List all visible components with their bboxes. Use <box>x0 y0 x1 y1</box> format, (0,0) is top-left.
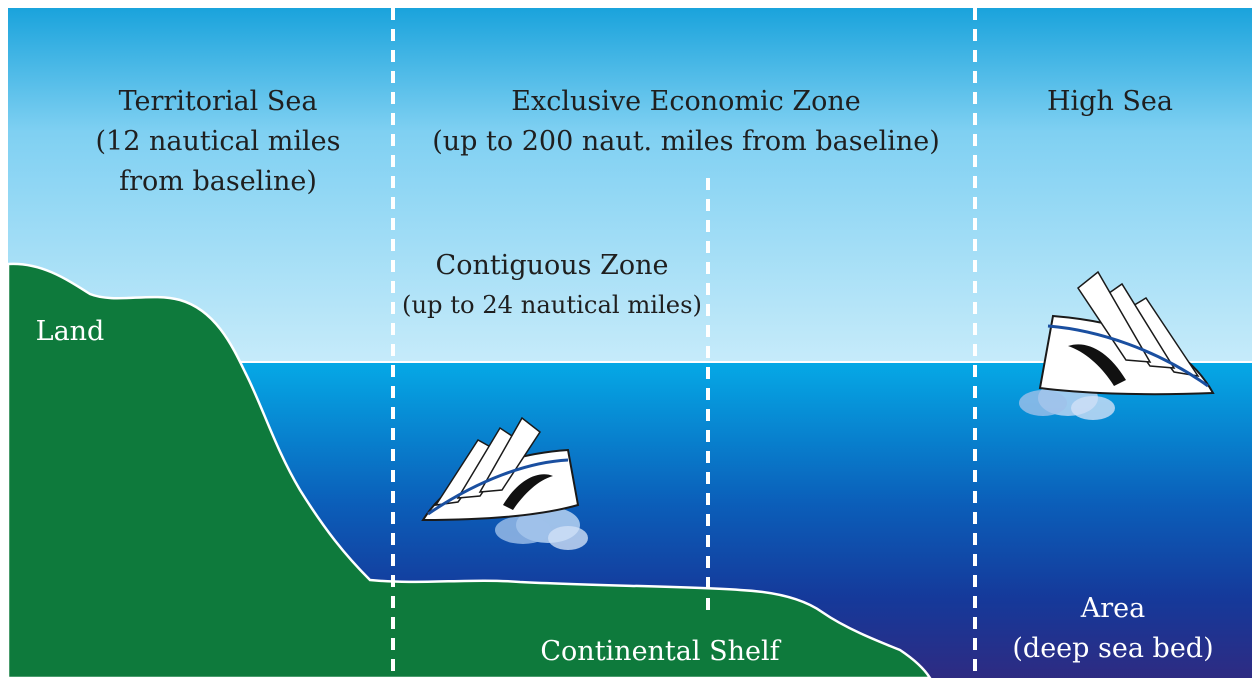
area-title: Area <box>1080 593 1145 624</box>
land-mass <box>6 262 932 678</box>
cruise-ship-icon <box>1019 270 1215 420</box>
high-sea-title: High Sea <box>1047 86 1173 117</box>
eez-range: (up to 200 naut. miles from baseline) <box>432 126 940 157</box>
territorial-sea-title: Territorial Sea <box>119 86 318 117</box>
continental-shelf-label: Continental Shelf <box>540 636 781 667</box>
territorial-sea-baseline: from baseline) <box>119 166 317 197</box>
cruise-ship-icon <box>421 416 588 550</box>
eez-title: Exclusive Economic Zone <box>511 86 860 117</box>
contiguous-zone-title: Contiguous Zone <box>436 250 669 281</box>
sky-background <box>8 8 1252 362</box>
land-label: Land <box>36 316 105 347</box>
area-subtitle: (deep sea bed) <box>1012 633 1213 664</box>
territorial-sea-range: (12 nautical miles <box>96 126 341 157</box>
contiguous-zone-range: (up to 24 nautical miles) <box>402 291 702 319</box>
